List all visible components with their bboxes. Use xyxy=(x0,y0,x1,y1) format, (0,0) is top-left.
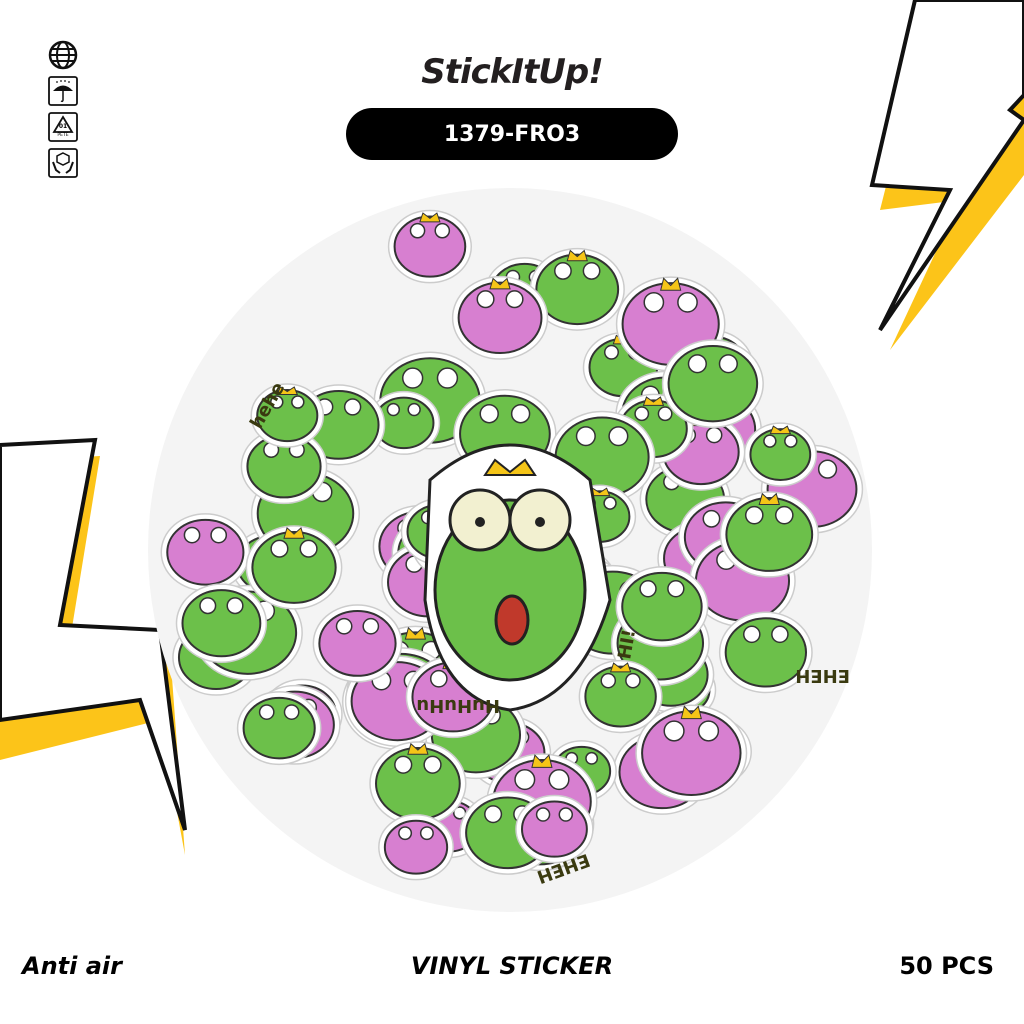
sticker-text-hi: HI! xyxy=(614,628,640,661)
lightning-bolt-left xyxy=(0,437,187,855)
frog-sticker xyxy=(529,247,625,331)
packaging-icons: 01 PETE xyxy=(46,40,80,178)
sticker-text-huhuhu: HuHuHu xyxy=(416,695,500,716)
frog-sticker xyxy=(578,659,663,734)
frog-sticker xyxy=(718,611,813,694)
center-frog-sticker xyxy=(423,443,612,712)
footer-piece-count: 50 PCS xyxy=(899,952,994,980)
product-code-badge: 1379-FRO3 xyxy=(346,108,678,160)
frog-sticker-collage: hehe HI! HuHuHu EHEH EHEH xyxy=(148,188,872,912)
footer-anti-air: Anti air xyxy=(22,952,122,980)
frog-sticker xyxy=(515,794,594,864)
footer-vinyl-sticker: VINYL STICKER xyxy=(410,952,614,980)
frog-sticker xyxy=(367,390,441,455)
frog-sticker xyxy=(635,704,748,802)
keep-dry-umbrella-icon xyxy=(48,76,78,106)
frog-sticker xyxy=(387,209,473,284)
lightning-bolt-top-right xyxy=(869,0,1024,350)
frog-sticker xyxy=(250,383,325,448)
frog-sticker xyxy=(743,422,817,487)
frog-sticker xyxy=(240,428,328,505)
frog-sticker xyxy=(312,604,403,683)
recycle-number: 01 xyxy=(58,123,68,130)
recycle-material: PETE xyxy=(57,133,69,138)
handle-with-care-icon xyxy=(48,148,78,178)
frog-sticker xyxy=(615,566,709,648)
sticker-text-eheh-1: EHEH xyxy=(795,665,850,686)
frog-sticker xyxy=(378,813,454,881)
brand-logo: StickItUp! xyxy=(421,52,604,92)
frog-sticker xyxy=(236,691,322,766)
frog-sticker xyxy=(245,525,343,610)
frog-sticker xyxy=(160,513,251,592)
frog-sticker xyxy=(175,583,268,664)
frog-sticker xyxy=(451,275,549,360)
frog-sticker xyxy=(369,741,467,826)
globe-icon xyxy=(48,40,78,70)
frog-sticker xyxy=(719,491,819,578)
recycle-pete-icon: 01 PETE xyxy=(48,112,78,142)
frog-sticker xyxy=(661,339,764,429)
